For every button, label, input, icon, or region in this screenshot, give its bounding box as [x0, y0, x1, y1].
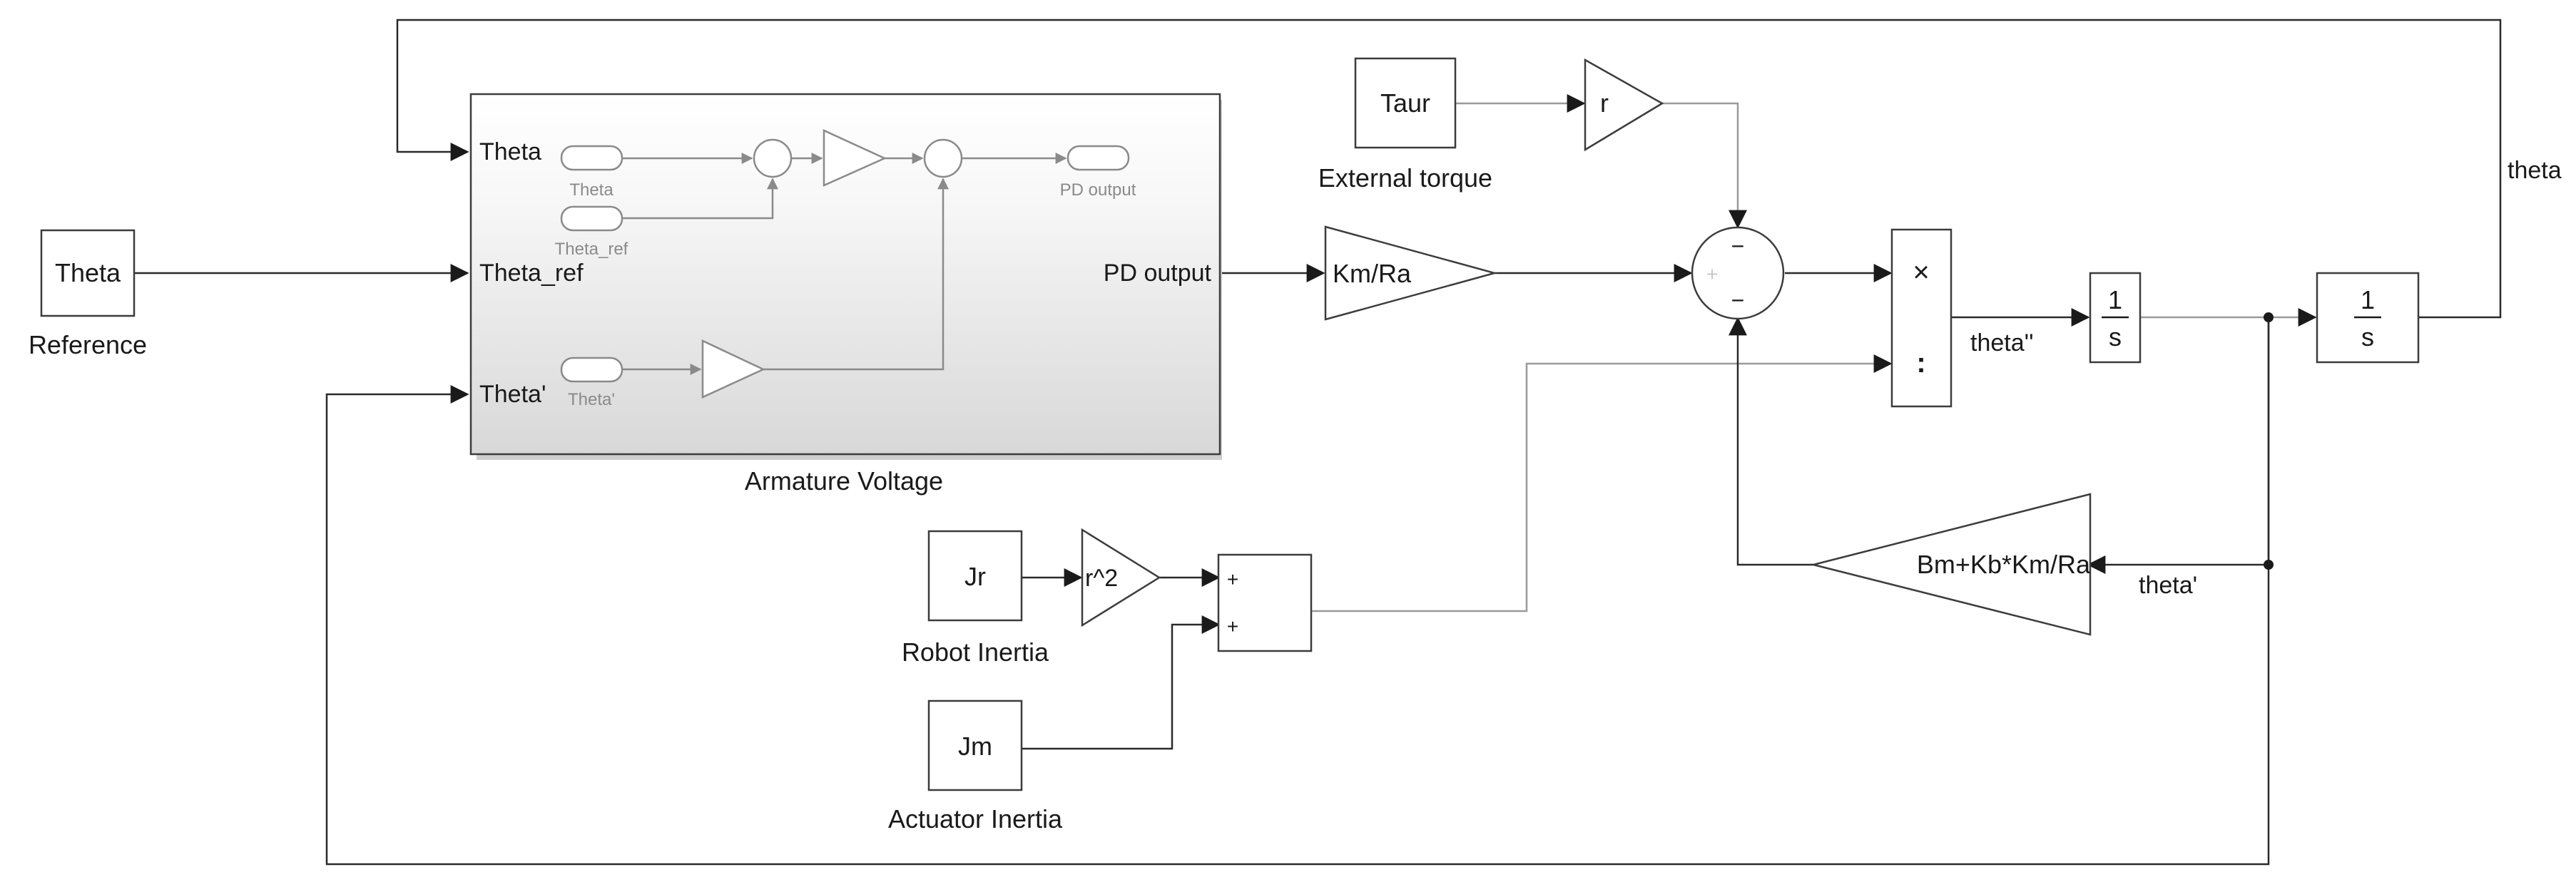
armature-voltage-subsystem[interactable]: Theta Theta_ref Theta' PD output Theta T… — [469, 93, 1222, 496]
gain-r-label: r — [1600, 88, 1609, 118]
constant-taur-value: Taur — [1380, 88, 1430, 118]
from-tag-theta-dot-label: Theta' — [568, 390, 615, 409]
goto-tag-pd-output-label: PD output — [1060, 180, 1136, 200]
jm-to-adder-line[interactable] — [1022, 615, 1221, 750]
constant-taur-label: External torque — [1318, 163, 1492, 193]
constant-jm-label: Actuator Inertia — [888, 804, 1063, 834]
theta-dot-feedback-line[interactable] — [325, 317, 2270, 866]
r-to-sum-line[interactable] — [1662, 102, 1747, 229]
sum-sign-top: − — [1731, 233, 1745, 259]
integrator-1[interactable]: 1 s — [2089, 272, 2142, 364]
signal-label-theta: theta — [2508, 157, 2562, 184]
gain-km-ra[interactable]: Km/Ra — [1324, 225, 1498, 321]
integrator-2-den: s — [2361, 322, 2374, 352]
constant-theta-value: Theta — [55, 258, 121, 287]
divide-op-divide: : — [1916, 347, 1925, 379]
adder-to-product-line[interactable] — [1311, 354, 1893, 612]
adder-block[interactable]: + + — [1217, 553, 1313, 652]
from-tag-theta-label: Theta — [569, 180, 614, 200]
adder-sign-1: + — [1227, 568, 1238, 590]
constant-theta-reference[interactable]: Theta Reference — [29, 229, 147, 359]
inner-gain-kd — [701, 339, 765, 399]
inport-label-theta-dot: Theta' — [479, 381, 546, 408]
from-tag-theta-dot — [560, 357, 623, 383]
signal-label-theta-ddot: theta'' — [1970, 329, 2034, 357]
inner-gain-kp — [823, 129, 887, 187]
subsystem-inner-diagram: Theta Theta_ref Theta' PD output — [555, 129, 1136, 409]
gain-r-squared[interactable]: r^2 — [1081, 528, 1161, 627]
divide-op-multiply: × — [1913, 257, 1929, 288]
constant-jr[interactable]: Jr Robot Inertia — [902, 530, 1049, 667]
gain-r[interactable]: r — [1584, 58, 1664, 152]
constant-jr-label: Robot Inertia — [902, 637, 1049, 667]
sum-sign-bottom: − — [1731, 287, 1745, 313]
gain-km-ra-label: Km/Ra — [1333, 259, 1412, 288]
gain-damping-label: Bm+Kb*Km/Ra — [1917, 550, 2091, 579]
inner-sum-2 — [923, 138, 963, 178]
damping-to-sum-line[interactable] — [1729, 317, 1813, 566]
divide-block[interactable]: × : — [1890, 228, 1953, 408]
integrator-2-num: 1 — [2361, 285, 2375, 314]
adder-sign-2: + — [1227, 615, 1238, 637]
from-tag-theta-ref-label: Theta_ref — [555, 240, 628, 259]
from-tag-theta — [560, 145, 623, 171]
signal-label-theta-dot: theta' — [2139, 572, 2197, 599]
goto-tag-pd-output — [1066, 145, 1130, 171]
sum-block[interactable]: − − + — [1691, 226, 1785, 320]
branch-point-theta-dot — [2264, 312, 2274, 322]
constant-theta-label: Reference — [29, 330, 147, 359]
inport-label-theta: Theta — [479, 138, 541, 165]
theta-feedback-line[interactable] — [396, 19, 2502, 319]
constant-jm[interactable]: Jm Actuator Inertia — [888, 699, 1063, 834]
gain-r-squared-label: r^2 — [1085, 565, 1118, 592]
inport-label-theta-ref: Theta_ref — [479, 260, 584, 287]
subsystem-name-label: Armature Voltage — [745, 466, 943, 496]
integrator-2[interactable]: 1 s — [2316, 272, 2420, 364]
from-tag-theta-ref — [560, 205, 623, 232]
outport-label-pd-output: PD output — [1104, 260, 1212, 287]
sum-sign-left: + — [1706, 263, 1718, 285]
integrator-1-num: 1 — [2108, 285, 2122, 314]
branch-point-damping — [2264, 560, 2274, 570]
constant-jr-value: Jr — [964, 562, 986, 591]
integrator-1-den: s — [2109, 322, 2122, 352]
gain-damping[interactable]: Bm+Kb*Km/Ra — [1813, 493, 2092, 636]
inner-sum-1 — [753, 138, 793, 178]
constant-jm-value: Jm — [958, 732, 992, 761]
constant-taur[interactable]: Taur External torque — [1318, 57, 1492, 193]
